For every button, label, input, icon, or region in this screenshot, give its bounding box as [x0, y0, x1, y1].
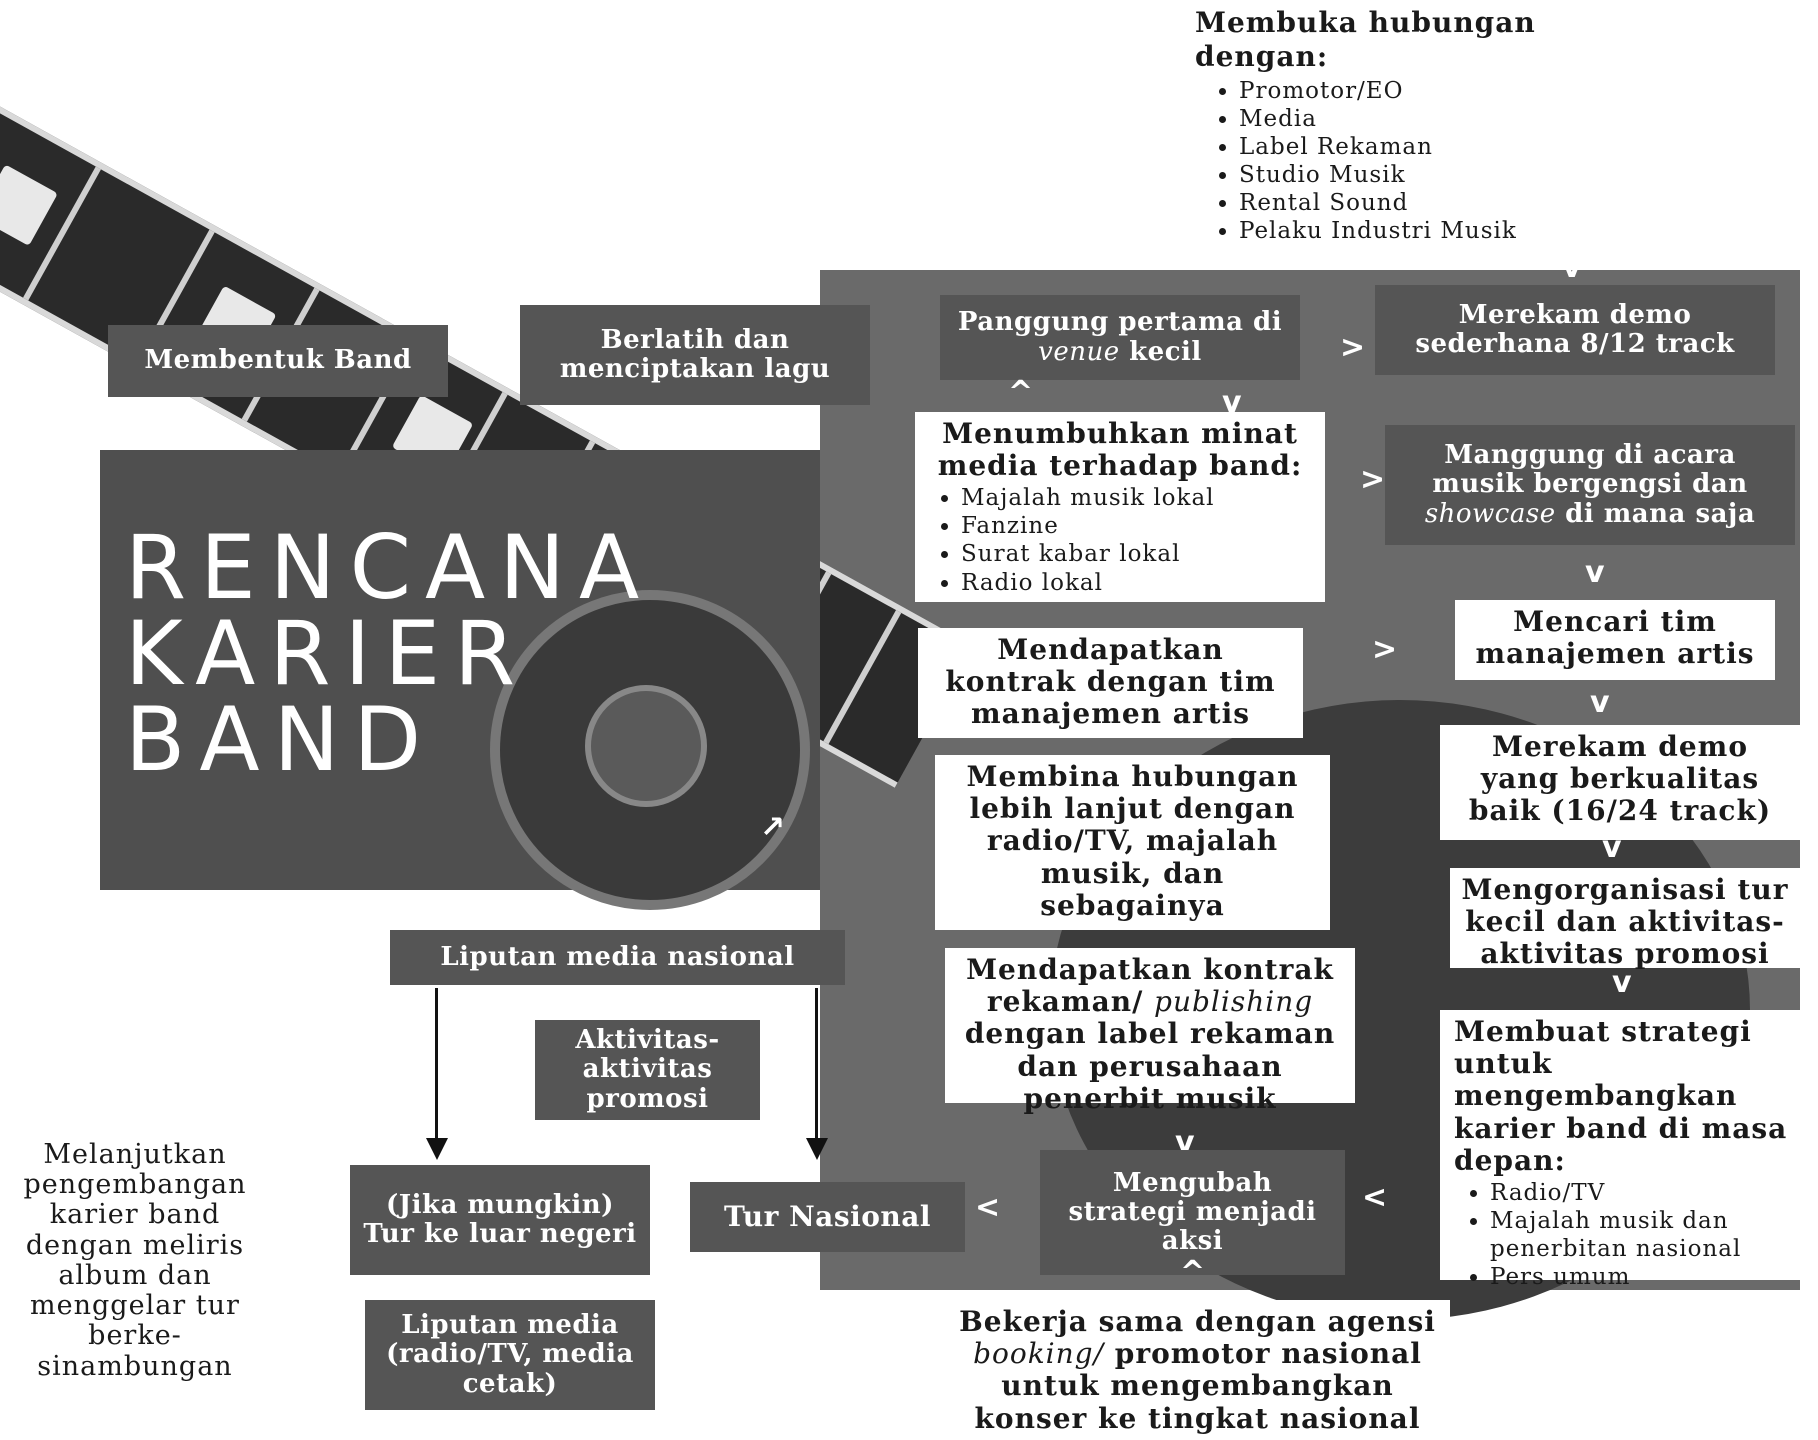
step-record-contract-b: dengan label rekaman dan perusahaan pene…: [964, 1017, 1336, 1115]
connector-arrowhead: [426, 1138, 448, 1160]
list-item: Surat kabar lokal: [961, 540, 1315, 568]
title-line-2: KARIER: [125, 602, 530, 705]
arrow-down: v: [1602, 830, 1622, 865]
media-interest-list: Majalah musik lokal Fanzine Surat kabar …: [925, 484, 1315, 596]
connector-arrowhead: [806, 1138, 828, 1160]
title-line-1: RENCANA: [125, 516, 654, 619]
arrow-up: ^: [1180, 1255, 1206, 1290]
list-item: Majalah musik lokal: [961, 484, 1315, 512]
step-record-contract-a: Mendapatkan kontrak rekaman/: [966, 953, 1334, 1019]
step-strategy-action: Mengubah strategi menjadi aksi: [1040, 1150, 1345, 1275]
step-record-contract: Mendapatkan kontrak rekaman/ publishing …: [945, 948, 1355, 1114]
step-record-demo: Merekam demo sederhana 8/12 track: [1375, 285, 1775, 375]
step-small-tour: Mengorganisasi tur kecil dan aktivitas-a…: [1450, 868, 1800, 970]
list-item: Pelaku Industri Musik: [1239, 217, 1595, 245]
step-practice-write: Berlatih dan menciptakan lagu: [520, 305, 870, 405]
arrow-left: <: [1362, 1180, 1388, 1215]
step-find-management: Mencari tim manajemen artis: [1455, 600, 1775, 680]
step-prestigious-gig-a: Manggung di acara musik bergengsi dan: [1432, 440, 1748, 500]
arrow-down: v: [1585, 555, 1605, 590]
open-relations-list: Promotor/EO Media Label Rekaman Studio M…: [1195, 77, 1595, 245]
step-prestigious-gig: Manggung di acara musik bergengsi dan sh…: [1385, 425, 1795, 545]
step-future-strategy: Membuat strategi untuk mengembangkan kar…: [1440, 1010, 1810, 1290]
arrow-down: v: [1222, 385, 1242, 420]
list-item: Promotor/EO: [1239, 77, 1595, 105]
step-form-band: Membentuk Band: [108, 325, 448, 397]
list-item: Majalah musik dan penerbitan nasional: [1490, 1207, 1800, 1263]
step-management-contract: Mendapatkan kontrak dengan tim manajemen…: [918, 628, 1303, 738]
step-national-media: Liputan media nasional: [390, 930, 845, 985]
list-item: Studio Musik: [1239, 161, 1595, 189]
step-record-contract-em: publishing: [1154, 985, 1314, 1019]
title-line-3: BAND: [125, 688, 436, 791]
step-booking-agency-em: booking/: [973, 1337, 1105, 1371]
step-first-stage: Panggung pertama di venue kecil: [940, 295, 1300, 380]
step-quality-demo: Merekam demo yang berkualitas baik (16/2…: [1440, 725, 1800, 840]
media-interest-heading: Menumbuhkan minat media terhadap band:: [937, 417, 1303, 483]
arrow-down: v: [1590, 685, 1610, 720]
step-first-stage-b: kecil: [1129, 336, 1202, 367]
connector-line: [815, 988, 818, 1138]
list-item: Radio/TV: [1490, 1179, 1800, 1207]
future-strategy-list: Radio/TV Majalah musik dan penerbitan na…: [1454, 1179, 1800, 1291]
list-item: Fanzine: [961, 512, 1315, 540]
list-item: Label Rekaman: [1239, 133, 1595, 161]
arrow-right: >: [1372, 632, 1398, 667]
step-overseas-tour: (Jika mungkin) Tur ke luar negeri: [350, 1165, 650, 1275]
step-media-interest: Menumbuhkan minat media terhadap band: M…: [915, 412, 1325, 602]
step-booking-agency-b: promotor nasional untuk mengembangkan ko…: [974, 1337, 1422, 1435]
arrow-down: v: [1612, 965, 1632, 1000]
step-booking-agency: Bekerja sama dengan agensi booking/ prom…: [945, 1300, 1450, 1440]
list-item: Pers umum: [1490, 1263, 1800, 1291]
future-strategy-heading: Membuat strategi untuk mengembangkan kar…: [1454, 1015, 1788, 1177]
arrow-left: <: [975, 1190, 1001, 1225]
step-promo-activities: Aktivitas-aktivitas promosi: [535, 1020, 760, 1120]
step-first-stage-a: Panggung pertama di: [957, 307, 1283, 338]
arrow-left: <: [300, 1200, 326, 1235]
step-prestigious-gig-em: showcase: [1424, 498, 1556, 529]
step-media-coverage: Liputan media (radio/TV, media cetak): [365, 1300, 655, 1410]
connector-line: [435, 988, 438, 1138]
step-build-relations: Membina hubungan lebih lanjut dengan rad…: [935, 755, 1330, 930]
step-prestigious-gig-b: di mana saja: [1565, 498, 1756, 529]
arrow-left: <: [310, 1320, 336, 1355]
open-relations-heading: Membuka hubungan dengan:: [1195, 6, 1536, 73]
list-item: Rental Sound: [1239, 189, 1595, 217]
arrow-up-right: ↗: [760, 810, 786, 845]
list-item: Media: [1239, 105, 1595, 133]
title-panel: RENCANA KARIER BAND ↗: [100, 450, 820, 910]
arrow-up: ^: [1008, 375, 1034, 410]
step-national-tour: Tur Nasional: [690, 1182, 965, 1252]
step-first-stage-em: venue: [1038, 336, 1120, 367]
arrow-down: v: [1562, 250, 1582, 285]
continue-career-text: Melanjutkan pengembangan karier band den…: [23, 1139, 247, 1382]
arrow-right: >: [1340, 330, 1366, 365]
step-booking-agency-a: Bekerja sama dengan agensi: [959, 1305, 1436, 1338]
guitar-pickup-image: [490, 590, 810, 910]
list-item: Radio lokal: [961, 569, 1315, 597]
arrow-right: >: [1360, 462, 1386, 497]
open-relations-note: Membuka hubungan dengan: Promotor/EO Med…: [1195, 6, 1595, 245]
arrow-right: >: [488, 335, 514, 370]
